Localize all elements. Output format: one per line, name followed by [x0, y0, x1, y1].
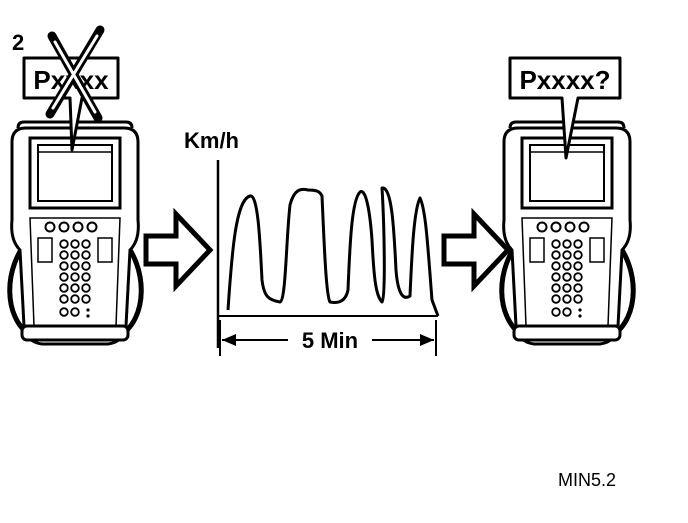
scanner-left [10, 122, 142, 344]
right-arrow-icon [146, 214, 210, 286]
speed-graph: Km/h 5 Min [184, 128, 440, 356]
speed-axis-label: Km/h [184, 128, 239, 153]
right-arrow-icon [444, 214, 508, 286]
duration-label: 5 Min [302, 328, 358, 353]
figure-id: MIN5.2 [558, 470, 616, 490]
code-callout-right: Pxxxx? [508, 56, 622, 160]
speed-curve [226, 186, 440, 317]
code-text-right: Pxxxx? [519, 65, 610, 95]
step-number: 2 [12, 30, 24, 55]
